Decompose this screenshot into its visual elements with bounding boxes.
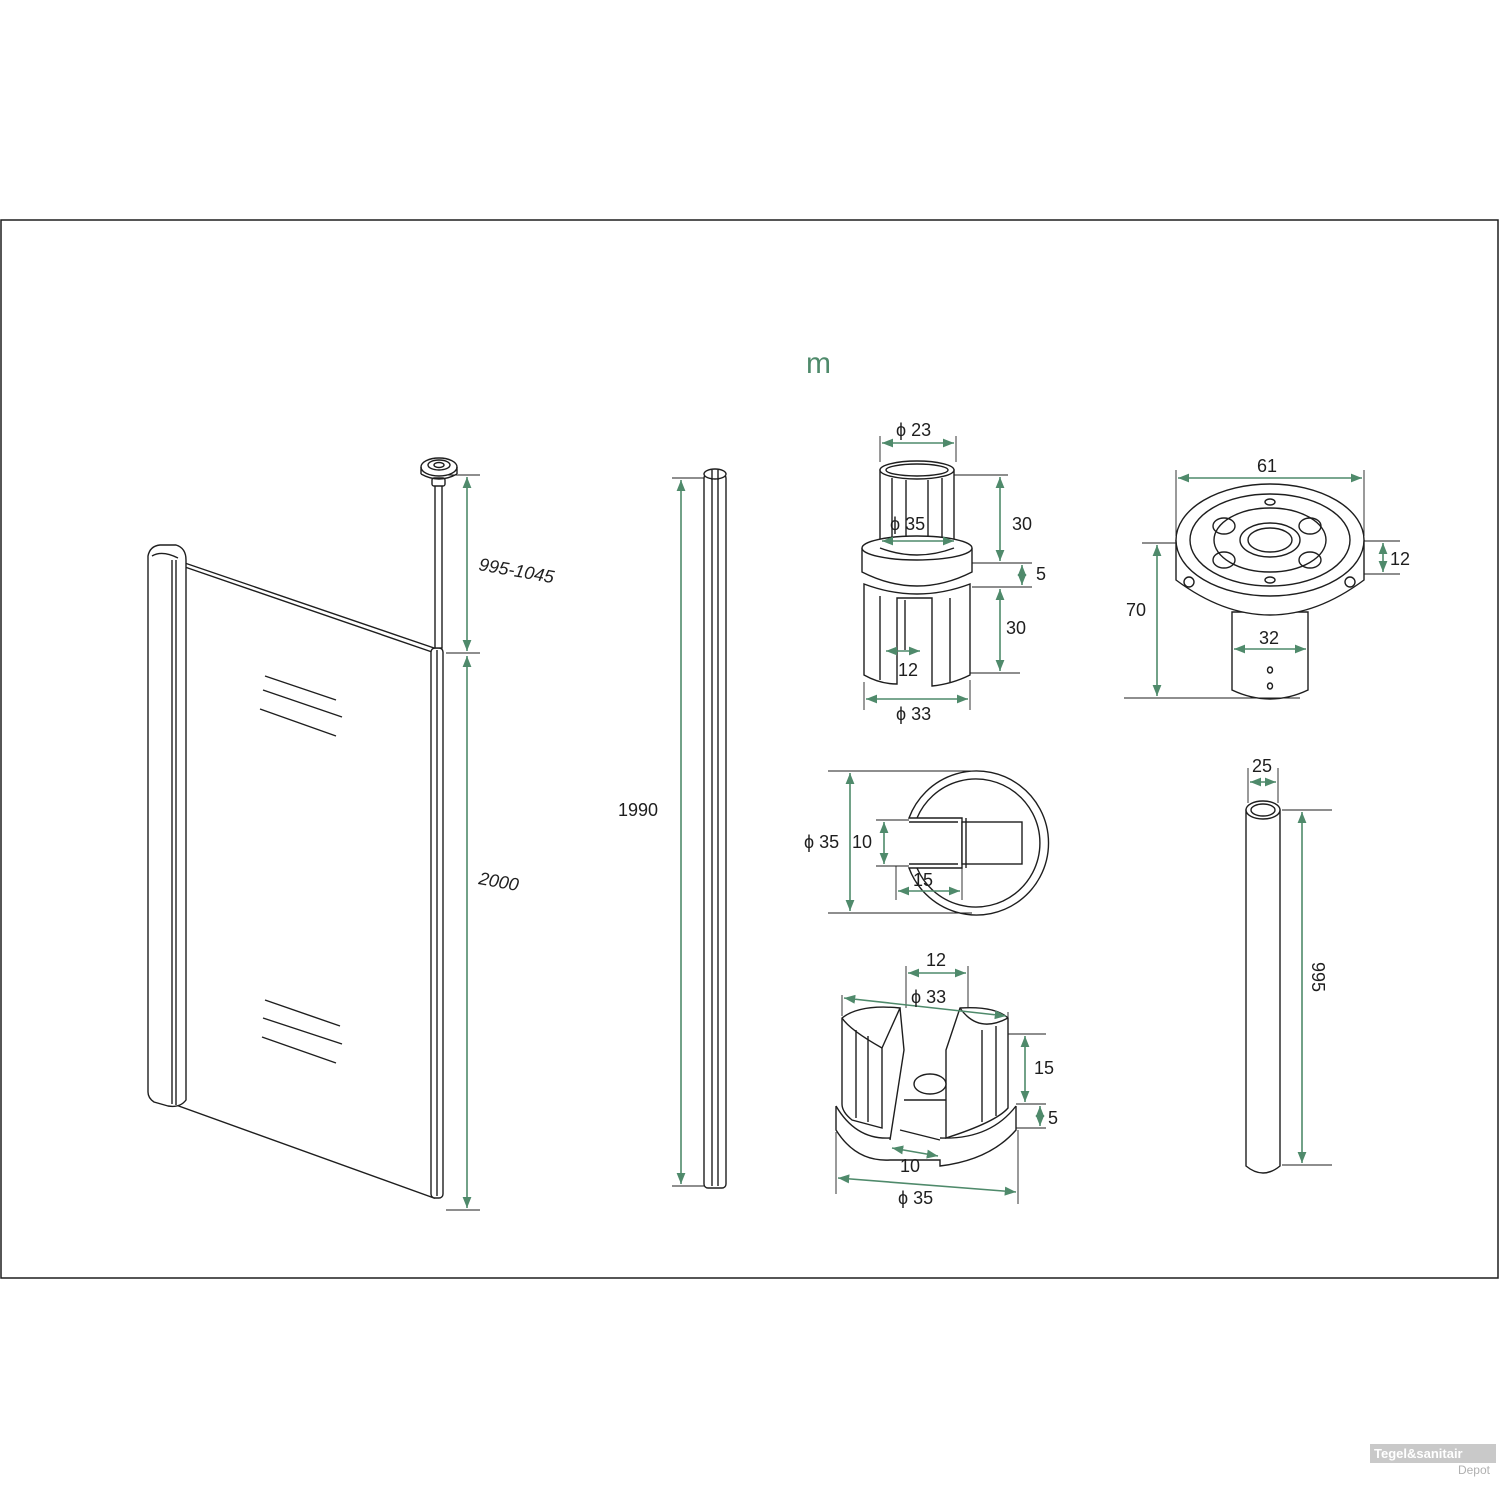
ceiling-rod <box>434 481 443 649</box>
section-slot-height-label: 10 <box>852 832 872 852</box>
adapter-collar-diameter-label: ϕ 35 <box>890 514 925 534</box>
mount-stem-diameter-label: 32 <box>1259 628 1279 648</box>
cap-base-height-label: 5 <box>1048 1108 1058 1128</box>
adapter-slot-width-label: 12 <box>898 660 918 680</box>
profile-section-drawing: ϕ 35 10 15 <box>804 770 1050 916</box>
cap-inner-diameter-label: ϕ 33 <box>911 987 946 1007</box>
tube-length-label: 995 <box>1308 962 1328 992</box>
end-cap-drawing: 12 ϕ 33 15 5 10 ϕ 35 <box>835 950 1058 1208</box>
panel-wall-profile <box>147 544 187 1108</box>
unit-label: m <box>806 347 831 380</box>
cap-outer-diameter-label: ϕ 35 <box>898 1188 933 1208</box>
mount-flange-height-label: 12 <box>1390 549 1410 569</box>
wall-profile-height-label: 1990 <box>618 800 658 820</box>
ceiling-mount-drawing: 61 12 70 32 <box>1124 456 1410 700</box>
wall-profile-drawing: 1990 <box>618 468 727 1189</box>
panel-height-label: 2000 <box>476 868 520 895</box>
rod-length-label: 995-1045 <box>477 554 556 587</box>
support-tube-drawing: 25 995 <box>1245 756 1332 1174</box>
shower-panel-drawing: 995-1045 2000 <box>147 457 557 1211</box>
brand-line1: Tegel&sanitair <box>1370 1444 1496 1463</box>
section-slot-depth-label: 15 <box>913 870 933 890</box>
cap-gap-label: 10 <box>900 1156 920 1176</box>
cap-upper-height-label: 15 <box>1034 1058 1054 1078</box>
brand-line2: Depot <box>1457 1463 1490 1477</box>
cap-slot-width-label: 12 <box>926 950 946 970</box>
adapter-bottom-height-label: 30 <box>1006 618 1026 638</box>
mount-flange-diameter-label: 61 <box>1257 456 1277 476</box>
drawing-frame <box>0 219 1499 1279</box>
tube-diameter-label: 25 <box>1252 756 1272 776</box>
adapter-top-height-label: 30 <box>1012 514 1032 534</box>
section-diameter-label: ϕ 35 <box>804 832 839 852</box>
mount-total-height-label: 70 <box>1126 600 1146 620</box>
glass-pane <box>175 559 435 1199</box>
adapter-top-diameter-label: ϕ 23 <box>896 420 931 440</box>
wall-profile-bar <box>703 473 727 1189</box>
adapter-piece-drawing: ϕ 23 ϕ 35 ϕ 33 12 30 5 30 <box>861 420 1046 724</box>
adapter-bottom-diameter-label: ϕ 33 <box>896 704 931 724</box>
brand-watermark: Tegel&sanitair Depot <box>1370 1444 1496 1496</box>
adapter-collar-height-label: 5 <box>1036 564 1046 584</box>
